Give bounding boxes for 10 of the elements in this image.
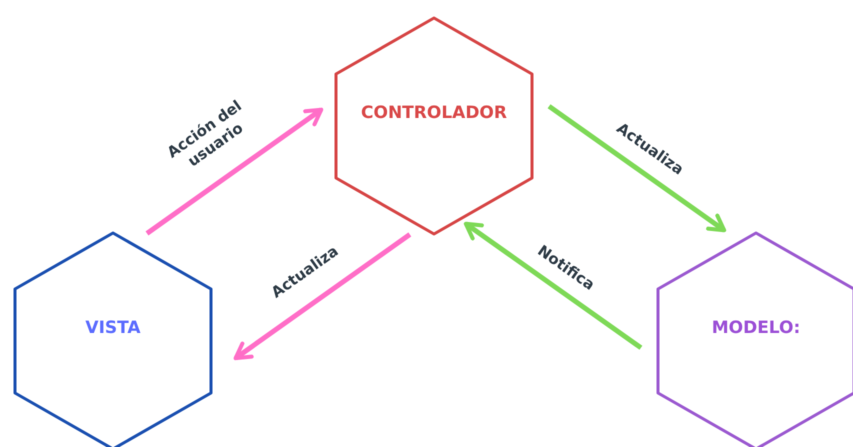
arrow <box>464 222 642 350</box>
arrow <box>146 108 324 236</box>
hexagon-node <box>12 230 214 447</box>
arrow <box>234 232 412 360</box>
node-label: MODELO: <box>712 318 800 338</box>
node-label: CONTROLADOR <box>361 103 507 123</box>
hexagon-node <box>333 15 535 237</box>
hexagon-node <box>655 230 853 447</box>
arrow <box>548 104 726 232</box>
node-label: VISTA <box>85 318 141 338</box>
